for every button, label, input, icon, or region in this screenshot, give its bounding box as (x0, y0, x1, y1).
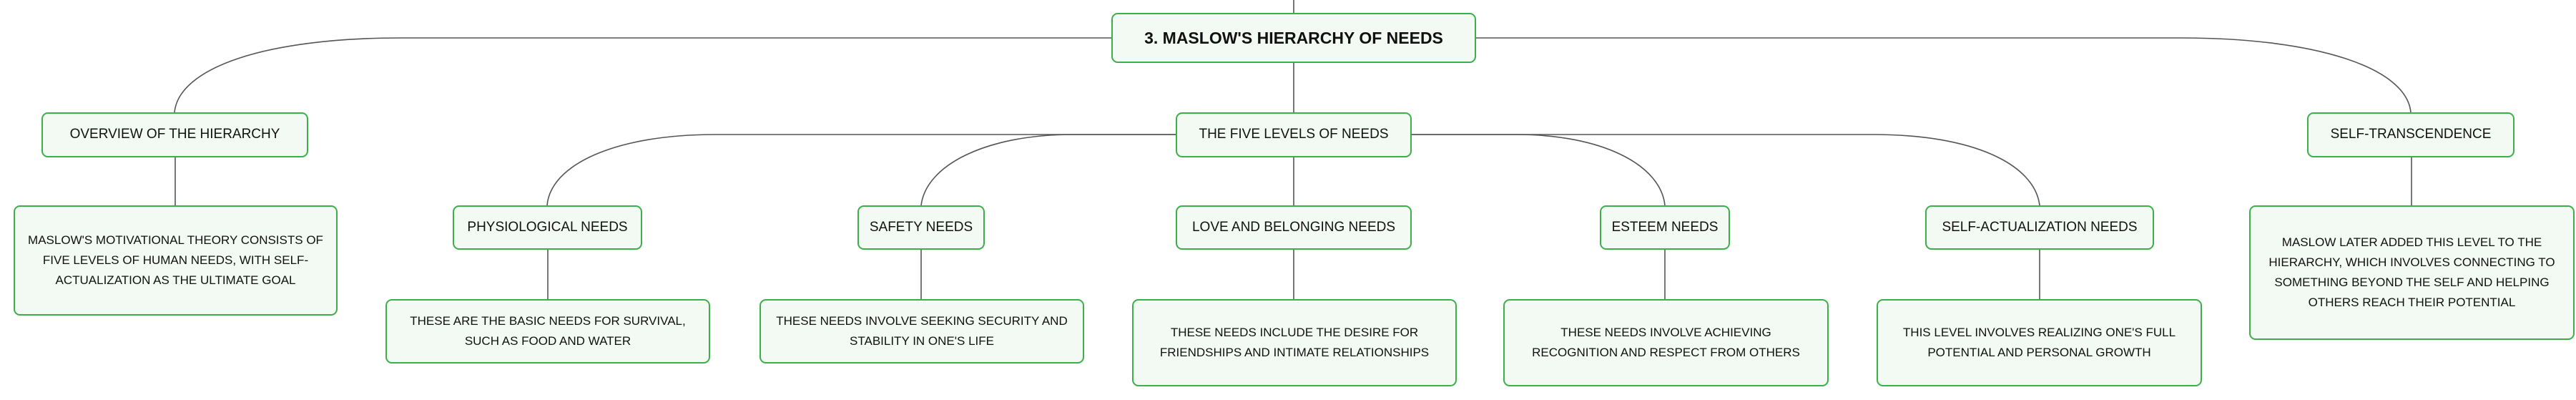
root-node-maslows-hierarchy[interactable]: 3. MASLOW'S HIERARCHY OF NEEDS (1111, 13, 1476, 63)
leaf-physiological-detail[interactable]: THESE ARE THE BASIC NEEDS FOR SURVIVAL, … (385, 299, 710, 364)
connector-root-self-transcendence (1476, 37, 2412, 113)
node-safety-needs[interactable]: SAFETY NEEDS (857, 205, 985, 250)
leaf-overview-text: MASLOW'S MOTIVATIONAL THEORY CONSISTS OF… (28, 233, 323, 287)
node-self-transcendence[interactable]: SELF-TRANSCENDENCE (2307, 112, 2514, 157)
root-node-label: 3. MASLOW'S HIERARCHY OF NEEDS (1144, 28, 1443, 47)
node-esteem-label: ESTEEM NEEDS (1611, 219, 1719, 235)
node-five-levels-of-needs[interactable]: THE FIVE LEVELS OF NEEDS (1176, 112, 1412, 157)
connector-five-physiological (546, 134, 1176, 206)
node-five-levels-label: THE FIVE LEVELS OF NEEDS (1199, 127, 1389, 142)
leaf-self-transcendence-text: MASLOW LATER ADDED THIS LEVEL TO THE HIE… (2268, 235, 2555, 309)
node-esteem-needs[interactable]: ESTEEM NEEDS (1600, 205, 1730, 250)
node-self-actualization-needs[interactable]: SELF-ACTUALIZATION NEEDS (1925, 205, 2154, 250)
leaf-self-transcendence-detail[interactable]: MASLOW LATER ADDED THIS LEVEL TO THE HIE… (2249, 205, 2575, 340)
leaf-self-actualization-text: THIS LEVEL INVOLVES REALIZING ONE'S FULL… (1902, 326, 2176, 359)
leaf-overview-detail[interactable]: MASLOW'S MOTIVATIONAL THEORY CONSISTS OF… (14, 205, 338, 316)
connector-five-esteem (1412, 134, 1666, 206)
connector-five-self-actualization (1412, 134, 2040, 206)
node-physiological-label: PHYSIOLOGICAL NEEDS (467, 219, 628, 235)
leaf-safety-text: THESE NEEDS INVOLVE SEEKING SECURITY AND… (776, 314, 1068, 348)
node-self-transcendence-label: SELF-TRANSCENDENCE (2330, 127, 2492, 142)
leaf-safety-detail[interactable]: THESE NEEDS INVOLVE SEEKING SECURITY AND… (759, 299, 1084, 364)
leaf-esteem-text: THESE NEEDS INVOLVE ACHIEVING RECOGNITIO… (1532, 326, 1800, 359)
node-safety-label: SAFETY NEEDS (869, 219, 973, 235)
leaf-self-actualization-detail[interactable]: THIS LEVEL INVOLVES REALIZING ONE'S FULL… (1877, 299, 2202, 386)
connector-root-overview (174, 37, 1111, 113)
leaf-esteem-detail[interactable]: THESE NEEDS INVOLVE ACHIEVING RECOGNITIO… (1503, 299, 1829, 386)
node-love-and-belonging-needs[interactable]: LOVE AND BELONGING NEEDS (1176, 205, 1412, 250)
node-physiological-needs[interactable]: PHYSIOLOGICAL NEEDS (453, 205, 642, 250)
node-overview-of-hierarchy[interactable]: OVERVIEW OF THE HIERARCHY (41, 112, 308, 157)
leaf-love-text: THESE NEEDS INCLUDE THE DESIRE FOR FRIEN… (1159, 326, 1430, 359)
node-love-label: LOVE AND BELONGING NEEDS (1191, 219, 1396, 235)
leaf-love-detail[interactable]: THESE NEEDS INCLUDE THE DESIRE FOR FRIEN… (1132, 299, 1457, 386)
connector-five-safety (920, 134, 1176, 206)
node-self-actualization-label: SELF-ACTUALIZATION NEEDS (1942, 219, 2138, 235)
leaf-physiological-text: THESE ARE THE BASIC NEEDS FOR SURVIVAL, … (410, 314, 686, 348)
node-overview-label: OVERVIEW OF THE HIERARCHY (69, 127, 280, 142)
